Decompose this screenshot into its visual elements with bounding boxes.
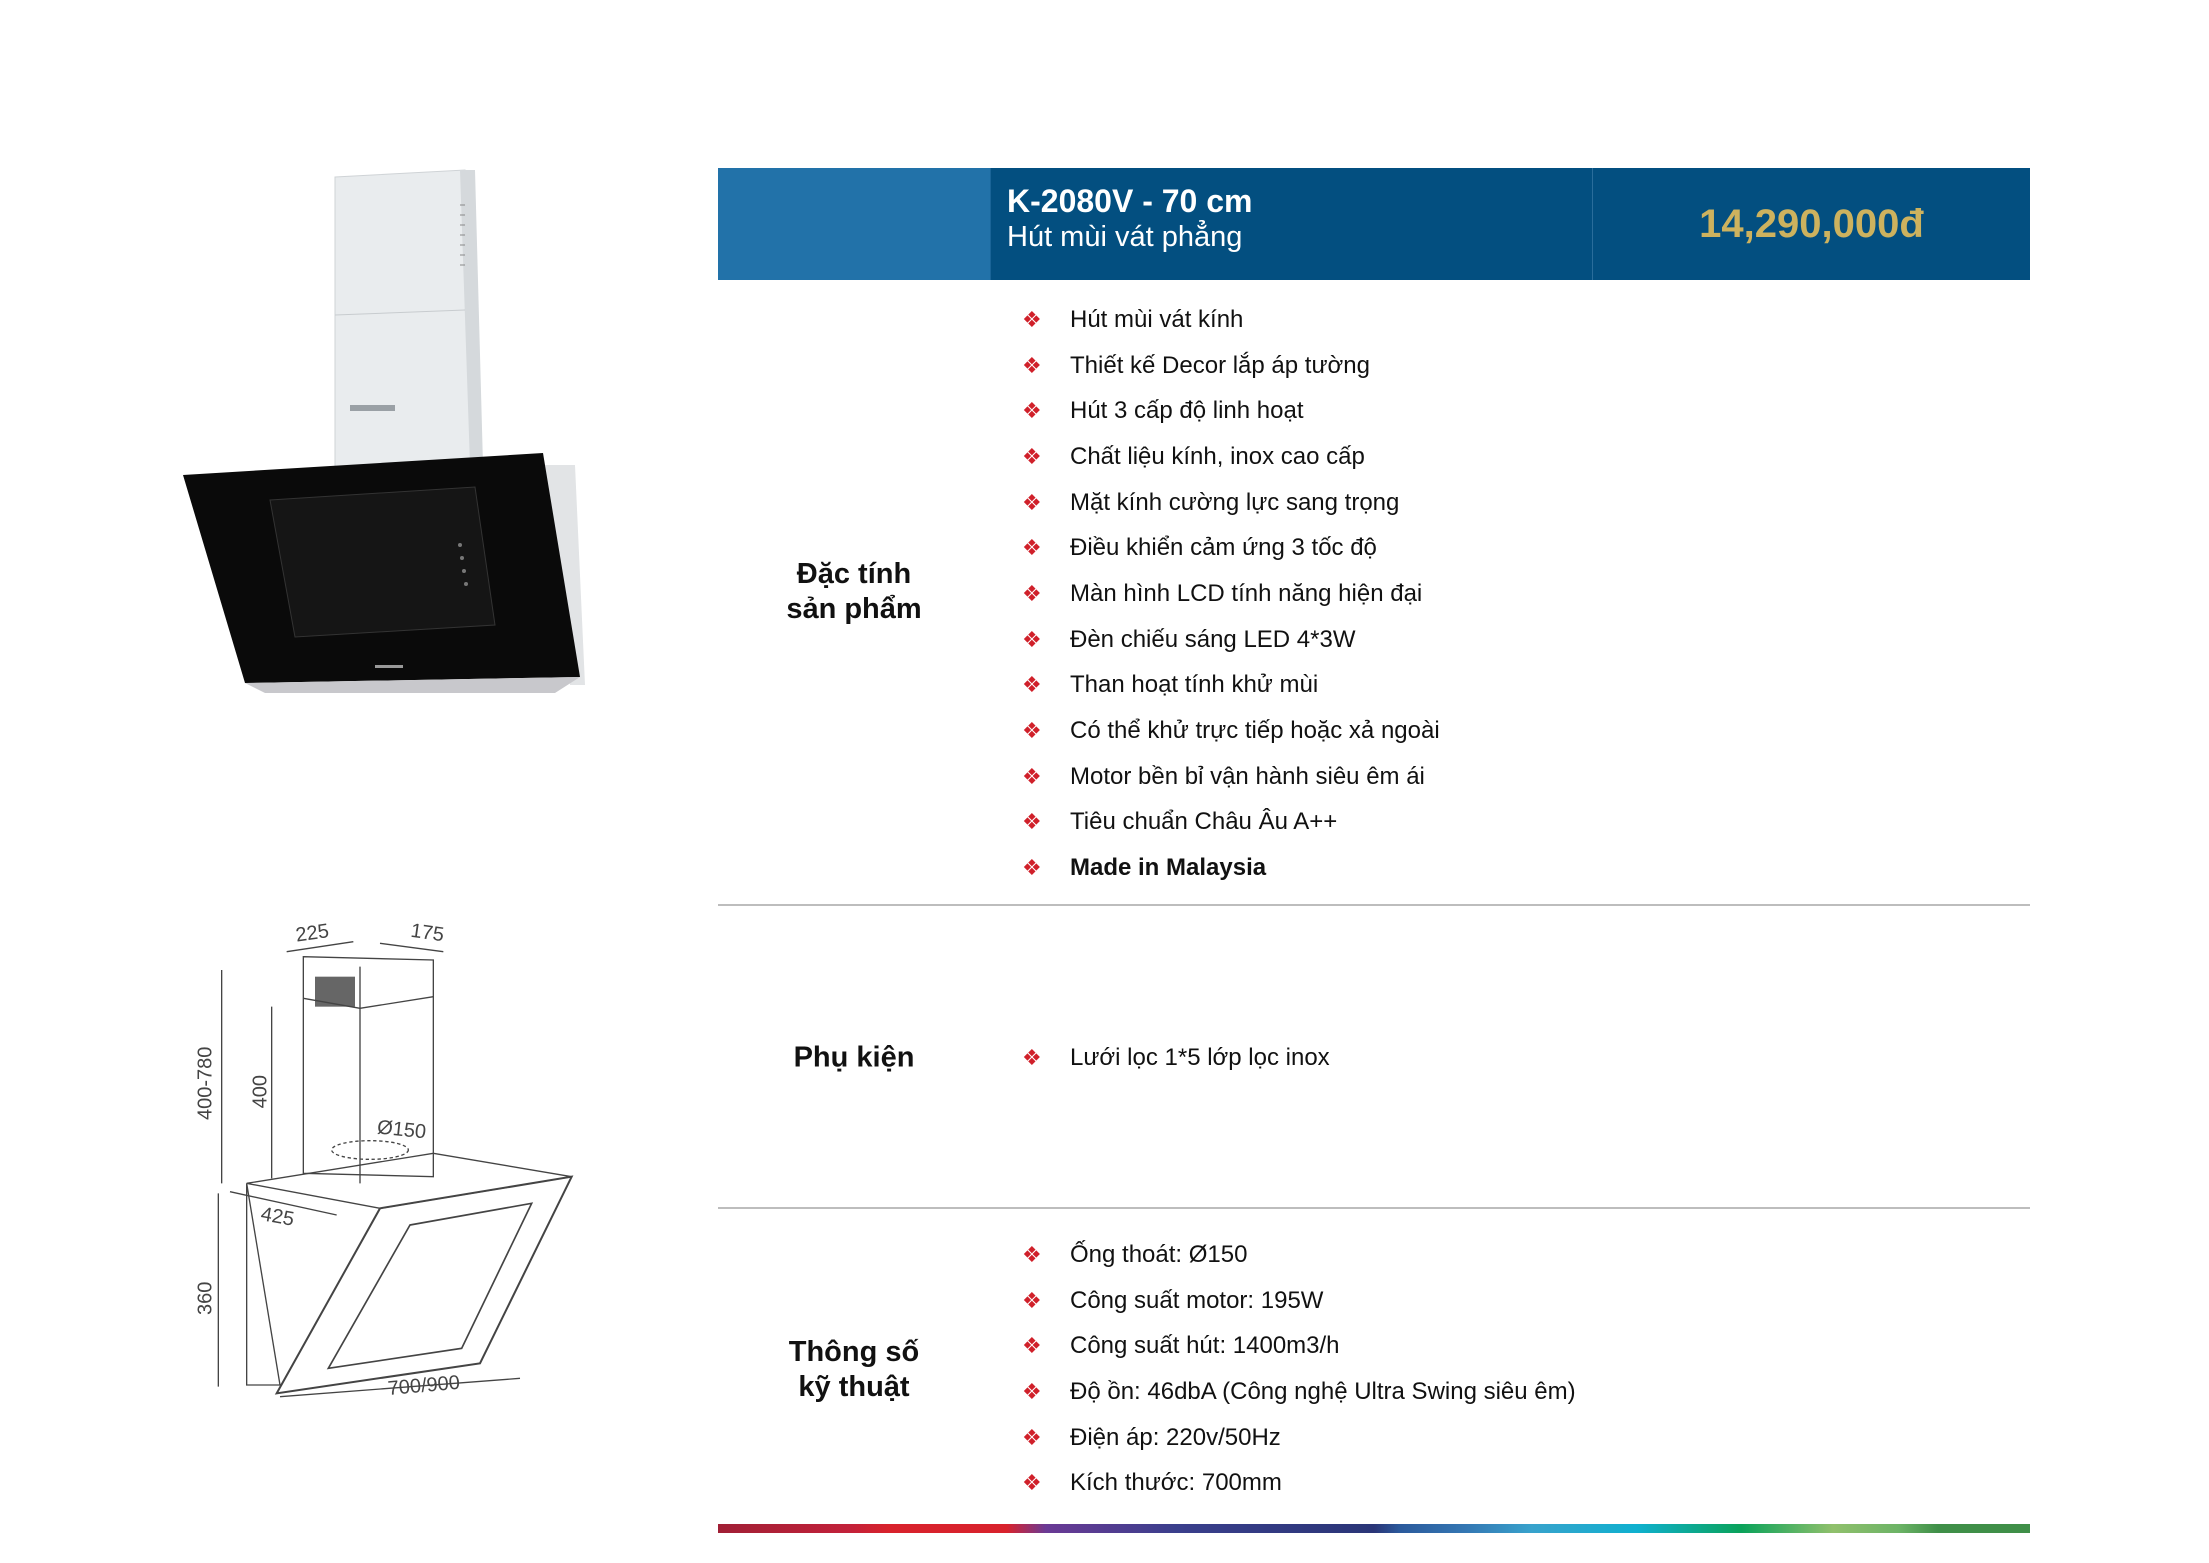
product-photo [183,169,585,693]
item-text: Than hoạt tính khử mùi [1070,671,1319,699]
bullet-icon: ❖ [1022,1378,1042,1404]
label-line: Đặc tính [796,558,912,590]
list-item: ❖ Công suất hút: 1400m3/h [1008,1323,1576,1369]
section-label: Đặc tính sản phẩm [718,557,990,627]
list-item: ❖ Tiêu chuẩn Châu Âu A++ [1008,800,1440,846]
section-label: Thông số kỹ thuật [718,1335,990,1405]
product-price: 14,290,000đ [1699,201,1924,246]
item-text: Hút mùi vát kính [1070,305,1244,333]
dim-425: 425 [259,1203,296,1230]
section-label: Phụ kiện [718,1041,990,1076]
dim-400-780: 400-780 [195,1047,217,1120]
list-item: ❖ Điện áp: 220v/50Hz [1008,1415,1576,1461]
list-item: ❖ Hút mùi vát kính [1008,297,1440,343]
bullet-icon: ❖ [1022,1287,1042,1313]
feature-list: ❖ Hút mùi vát kính ❖ Thiết kế Decor lắp áp… [1008,297,1440,891]
accessory-list: ❖ Lưới lọc 1*5 lớp lọc inox [1008,1035,1330,1081]
spec-list: ❖Ống thoát: Ø150 ❖Công suất motor: 195W … [1008,1232,1576,1506]
label-line: sản phẩm [786,593,922,625]
item-text: Màn hình LCD tính năng hiện đại [1070,579,1423,607]
item-text: Tiêu chuẩn Châu Âu A++ [1070,808,1338,836]
bullet-icon: ❖ [1022,626,1042,652]
list-item: ❖ Ống thoát: Ø150 [1008,1232,1576,1278]
item-text: Công suất motor: 195W [1070,1286,1324,1314]
product-model: K-2080V - 70 cm [1007,183,1253,219]
product-header: K-2080V - 70 cm Hút mùi vát phẳng 14,290… [718,168,2030,280]
item-text: Có thể khử trực tiếp hoặc xả ngoài [1070,717,1440,745]
dim-360: 360 [195,1282,217,1315]
bullet-icon: ❖ [1022,443,1042,469]
bullet-icon: ❖ [1022,535,1042,561]
bullet-icon: ❖ [1022,855,1042,881]
bullet-icon: ❖ [1022,398,1042,424]
dimension-diagram: 225 175 400-780 400 Ø150 425 360 700/900 [195,920,574,1400]
label-line: Phụ kiện [793,1041,915,1074]
list-item: ❖ Độ ồn: 46dbA (Công nghệ Ultra Swing siê… [1008,1369,1576,1415]
item-text: Hút 3 cấp độ linh hoạt [1070,397,1304,425]
bullet-icon: ❖ [1022,1424,1042,1450]
list-item: ❖ Màn hình LCD tính năng hiện đại [1008,571,1440,617]
list-item: ❖ Đèn chiếu sáng LED 4*3W [1008,617,1440,663]
section-specs: Thông số kỹ thuật ❖ Ống thoát: Ø150 ❖ Công… [718,1209,2030,1521]
item-text: Made in Malaysia [1070,854,1267,882]
bullet-icon: ❖ [1022,489,1042,515]
item-text: Ống thoát: Ø150 [1070,1240,1248,1268]
item-text: Lưới lọc 1*5 lớp lọc inox [1070,1043,1330,1071]
dim-225: 225 [294,920,330,946]
item-text: Kích thước: 700mm [1070,1469,1282,1497]
bullet-icon: ❖ [1022,809,1042,835]
section-features: Đặc tính sản phẩm ❖ Hút mùi vát kính ❖ Thi… [718,280,2030,905]
item-text: Thiết kế Decor lắp áp tường [1070,351,1370,379]
list-item: ❖ Thiết kế Decor lắp áp tường [1008,343,1440,389]
item-text: Mặt kính cường lực sang trọng [1070,488,1400,516]
item-text: Chất liệu kính, inox cao cấp [1070,442,1365,470]
list-item: ❖ Hút 3 cấp độ linh hoạt [1008,388,1440,434]
item-text: Điện áp: 220v/50Hz [1070,1423,1281,1451]
list-item: ❖ Có thể khử trực tiếp hoặc xả ngoài [1008,708,1440,754]
header-blank-cell [718,168,990,280]
bullet-icon: ❖ [1022,1333,1042,1359]
section-accessories: Phụ kiện ❖ Lưới lọc 1*5 lớp lọc inox [718,906,2030,1208]
bullet-icon: ❖ [1022,1470,1042,1496]
bullet-icon: ❖ [1022,1241,1042,1267]
dim-175: 175 [409,920,445,946]
label-line: kỹ thuật [798,1371,910,1403]
bullet-icon: ❖ [1022,352,1042,378]
header-price-cell: 14,290,000đ [1592,168,2030,280]
list-item: ❖ Motor bền bỉ vận hành siêu êm ái [1008,754,1440,800]
bullet-icon: ❖ [1022,763,1042,789]
list-item: ❖ Mặt kính cường lực sang trọng [1008,480,1440,526]
list-item: ❖ Điều khiển cảm ứng 3 tốc độ [1008,525,1440,571]
section-divider [718,904,2030,906]
bullet-icon: ❖ [1022,718,1042,744]
section-divider [718,1207,2030,1209]
dim-duct: Ø150 [376,1116,427,1143]
item-text: Độ ồn: 46dbA (Công nghệ Ultra Swing siêu… [1070,1377,1576,1405]
label-line: Thông số [788,1336,920,1368]
item-text: Motor bền bỉ vận hành siêu êm ái [1070,762,1425,790]
list-item: ❖ Kích thước: 700mm [1008,1460,1576,1506]
list-item: ❖ Công suất motor: 195W [1008,1278,1576,1324]
dim-400: 400 [250,1075,272,1108]
list-item: ❖ Than hoạt tính khử mùi [1008,663,1440,709]
color-stripe-footer [718,1524,2030,1533]
product-subtitle: Hút mùi vát phẳng [1007,221,1243,253]
item-text: Điều khiển cảm ứng 3 tốc độ [1070,534,1377,562]
list-item: ❖ Made in Malaysia [1008,845,1440,891]
bullet-icon: ❖ [1022,580,1042,606]
bullet-icon: ❖ [1022,1044,1042,1070]
bullet-icon: ❖ [1022,672,1042,698]
list-item: ❖ Chất liệu kính, inox cao cấp [1008,434,1440,480]
bullet-icon: ❖ [1022,306,1042,332]
item-text: Công suất hút: 1400m3/h [1070,1332,1340,1360]
header-title-cell: K-2080V - 70 cm Hút mùi vát phẳng [990,168,1592,280]
list-item: ❖ Lưới lọc 1*5 lớp lọc inox [1008,1035,1330,1081]
item-text: Đèn chiếu sáng LED 4*3W [1070,625,1356,653]
